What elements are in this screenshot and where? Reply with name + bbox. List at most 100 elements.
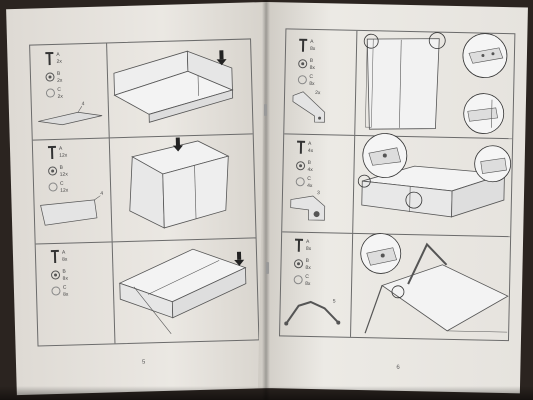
part-number: 4 [100, 191, 103, 197]
detail-callout [391, 285, 405, 299]
step-row: A 12x B 12x C 12x 4 [32, 133, 256, 245]
assembly-panel [110, 133, 256, 241]
detail-callout [363, 33, 379, 49]
assembly-panel [351, 233, 510, 340]
screw-icon [297, 239, 301, 252]
part-qty: 8x [63, 276, 69, 282]
left-page: A 2x B 2x C 2x 4 [6, 2, 277, 396]
part-qty: 8x [63, 292, 69, 298]
part-letter: B [308, 160, 312, 166]
nut-icon [293, 275, 303, 285]
part-qty: 8x [305, 281, 311, 287]
part-letter: B [306, 258, 310, 264]
part-letter: B [59, 165, 63, 171]
screw-icon [53, 250, 57, 264]
step-row: A 2x B 2x C 2x 4 [30, 39, 253, 141]
screw-icon [48, 53, 51, 66]
part-letter: A [62, 250, 66, 256]
parts-illustration: A 4x B 4x C 4x 3 [290, 140, 326, 221]
part-letter: A [308, 141, 312, 147]
parts-illustration: A 12x B 12x C 12x 4 [40, 146, 103, 226]
washer-icon [51, 270, 61, 280]
part-letter: C [63, 285, 67, 291]
part-letter: C [60, 181, 64, 187]
part-number: 3 [317, 190, 320, 196]
part-qty: 8x [310, 65, 316, 71]
part-number: 4 [82, 101, 85, 107]
assembly-illustration [360, 233, 509, 334]
step-row: A 8x B 8x C 8x [35, 237, 259, 346]
part-qty: 12x [60, 172, 69, 178]
staple [264, 104, 267, 116]
detail-callout [405, 191, 423, 209]
assembly-illustration [113, 50, 234, 123]
panel-part-icon [38, 111, 103, 126]
arrow-down-icon [175, 137, 180, 146]
part-letter: A [59, 146, 63, 152]
part-number: 5 [333, 298, 336, 304]
parts-panel: A 8x B 8x C 8x 2x [284, 29, 358, 135]
assembly-illustration [363, 32, 508, 134]
washer-icon [296, 161, 306, 171]
parts-illustration: A 8x B 8x C 8x 2x [292, 38, 326, 123]
parts-panel: A 12x B 12x C 12x 4 [32, 137, 113, 244]
part-letter: B [62, 269, 66, 275]
part-qty: 12x [59, 153, 68, 159]
step-row: A 4x B 4x C 4x 3 [282, 133, 513, 238]
parts-illustration: A 8x B 8x C 8x 5 [284, 238, 341, 326]
part-qty: 2x [57, 94, 63, 100]
assembly-panel [113, 237, 259, 343]
right-step-grid: A 8x B 8x C 8x 2x [279, 28, 516, 342]
part-letter: A [56, 52, 60, 58]
step-row: A 8x B 8x C 8x 2x [284, 29, 515, 140]
right-page: A 8x B 8x C 8x 2x [257, 2, 528, 394]
assembly-panel [107, 39, 253, 137]
part-letter: C [309, 74, 313, 80]
nut-icon [45, 88, 55, 98]
part-qty: 8x [309, 81, 315, 87]
nut-icon [51, 286, 61, 296]
assembly-panel [355, 31, 514, 138]
page-number: 5 [141, 359, 146, 366]
corner-bracket-icon [290, 195, 326, 221]
part-qty: 4x [307, 167, 313, 173]
parts-panel: A 4x B 4x C 4x 3 [282, 133, 356, 233]
part-letter: C [305, 274, 309, 280]
part-qty: 8x [306, 246, 312, 252]
booklet-spine [262, 0, 270, 400]
nut-icon [297, 75, 307, 85]
part-letter: C [307, 176, 311, 182]
part-letter: B [57, 71, 61, 77]
washer-icon [48, 166, 58, 176]
assembly-panel [353, 133, 512, 236]
parts-panel: A 8x B 8x C 8x [35, 241, 116, 346]
screw-icon [301, 39, 305, 52]
part-qty: 2x [57, 78, 63, 84]
part-letter: A [310, 39, 314, 45]
assembly-illustration [129, 137, 230, 229]
screw-icon [299, 141, 303, 154]
bracket-part-icon [292, 91, 326, 123]
leg-bracket-icon [285, 300, 340, 325]
part-qty: 4x [307, 183, 313, 189]
part-letter: C [57, 87, 61, 93]
part-letter: A [306, 239, 310, 245]
nut-icon [295, 177, 305, 187]
part-letter: B [310, 58, 314, 64]
washer-icon [298, 59, 308, 69]
arrow-down-icon [219, 50, 224, 60]
screw-icon [50, 147, 54, 160]
part-qty: 12x [60, 188, 69, 194]
page-number: 6 [396, 364, 400, 371]
table-shadow [0, 386, 533, 400]
washer-icon [294, 259, 304, 269]
parts-panel: A 8x B 8x C 8x 5 [280, 231, 354, 337]
part-qty: 8x [305, 265, 311, 271]
detail-callout [357, 174, 371, 188]
part-qty: 8x [62, 257, 68, 263]
staple [266, 262, 269, 274]
detail-callout [428, 32, 446, 49]
arrow-down-icon [236, 251, 242, 260]
step-row: A 8x B 8x C 8x 5 [280, 231, 510, 340]
